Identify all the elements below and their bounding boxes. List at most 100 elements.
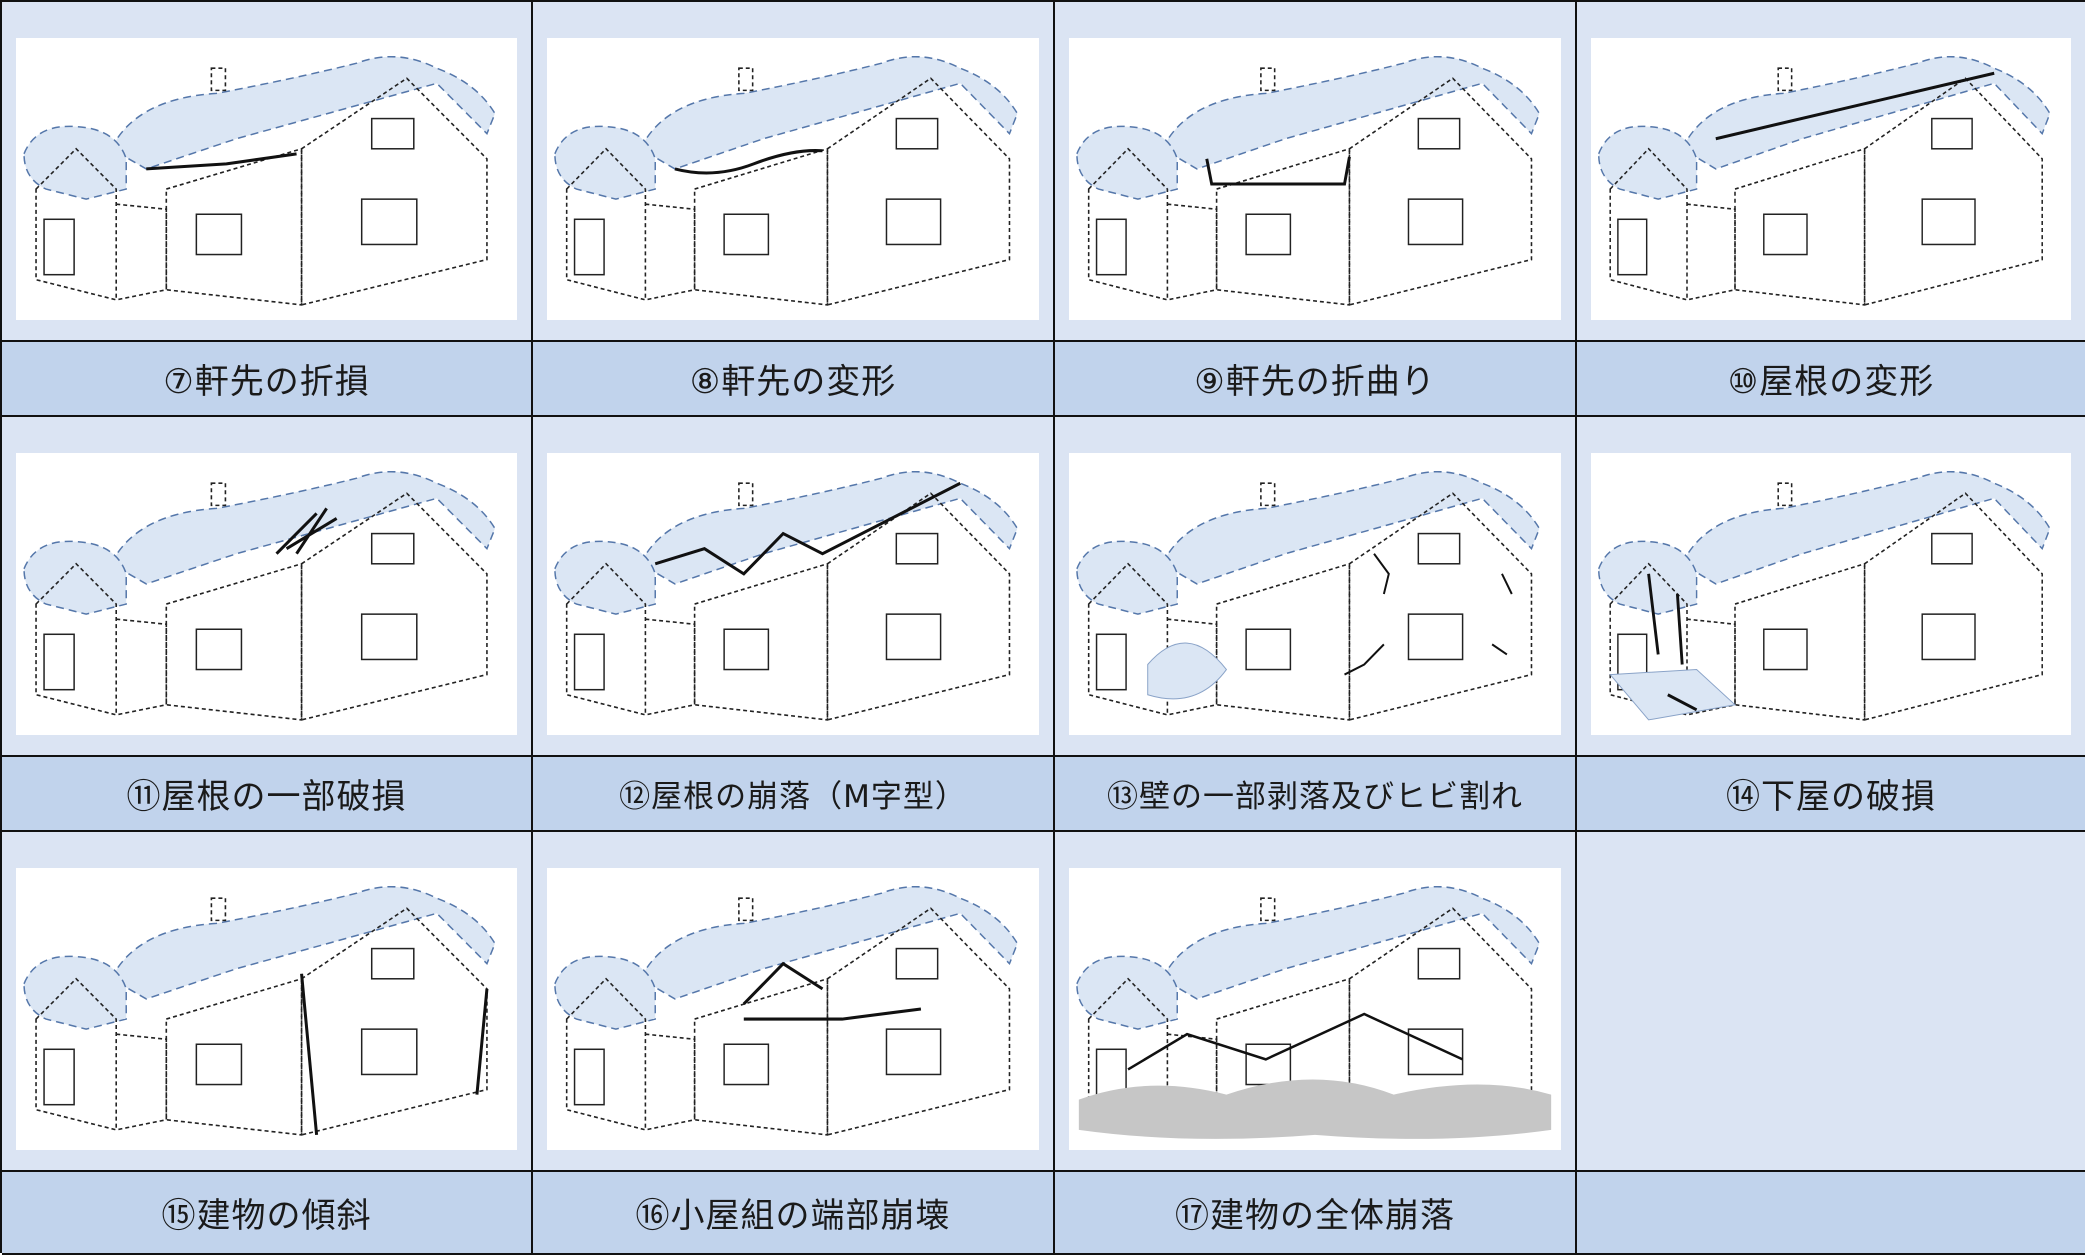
house-illustration-15 [23,885,496,1136]
chimney [1777,482,1793,507]
caption-10: ⑩屋根の変形 [1577,342,2085,417]
panel-image-16 [533,832,1055,1172]
lower-wing-side [1686,618,1736,716]
chimney [738,67,754,92]
lower-window [1921,198,1976,246]
snow-on-lower-roof [554,540,656,615]
side-wall [1734,147,1866,306]
lower-wing [1609,562,1688,716]
empty-image-cell [1577,832,2085,1172]
snow-on-roof [1161,55,1541,170]
lower-wing [565,147,647,301]
house-illustration-8 [554,55,1019,306]
house-illustration-13 [1076,470,1541,721]
lower-window [885,613,942,661]
snow-on-roof [639,885,1019,1000]
side-window [195,1043,243,1086]
door-window [43,633,75,691]
upper-window [895,532,939,565]
side-wall [1215,562,1351,721]
lower-wing [1609,147,1688,301]
side-window [195,628,243,671]
upper-window [1931,532,1973,565]
side-wall [1734,562,1866,721]
side-window [195,213,243,256]
deformed-eave-mark [674,149,823,175]
lower-wing-side [1167,203,1218,301]
wall-crack-mark [1344,553,1513,676]
panel-image-7 [2,2,533,342]
chimney [1260,897,1276,922]
m-collapse-mark [654,481,961,576]
caption-8: ⑧軒先の変形 [533,342,1055,417]
chimney [210,897,227,922]
panel-image-10 [1577,2,2085,342]
caption-15: ⑮建物の傾斜 [2,1172,533,1255]
chimney [1260,482,1276,507]
snow-on-lower-roof [23,125,127,200]
snow-on-roof [110,55,496,170]
door-window [43,218,75,276]
snow-on-lower-roof [1597,125,1698,200]
snow-on-lower-roof [23,540,127,615]
side-wall [693,977,829,1136]
snow-on-lower-roof [1076,125,1178,200]
panel-image-13 [1055,417,1577,757]
house-illustration-14 [1597,470,2051,721]
door-window [1095,218,1127,276]
snow-on-lower-roof [554,125,656,200]
snow-on-roof [639,55,1019,170]
side-window [723,628,770,671]
side-window [1763,628,1808,671]
house-illustration-10 [1597,55,2051,306]
door-window [1095,633,1127,691]
rubble [1078,1079,1552,1139]
lower-window [1921,613,1976,661]
house-illustration-7 [23,55,496,306]
side-window [1245,213,1292,256]
door-window [43,1048,75,1106]
snow-on-lower-roof [554,955,656,1030]
fallen-snow [1609,669,1737,721]
snow-on-lower-roof [1076,540,1178,615]
upper-window [1417,117,1461,150]
chimney [738,897,754,922]
panel-image-14 [1577,417,2085,757]
house-illustration-17 [1076,885,1552,1139]
side-wall [165,977,303,1136]
lower-wing-side [116,1033,168,1131]
lower-wing-side [645,618,696,716]
lower-wing [1087,147,1169,301]
lower-window [360,613,418,661]
side-window [723,1043,770,1086]
roof-deform-mark [1715,71,1995,141]
side-wall [165,147,303,306]
door-window [1617,218,1648,276]
side-wall [693,562,829,721]
lower-wing-side [645,1033,696,1131]
side-wall [165,562,303,721]
side-window [723,213,770,256]
truss-collapse-mark [742,961,922,1021]
side-wall [1215,147,1351,306]
house-illustration-12 [554,470,1019,721]
side-window [1763,213,1808,256]
door-window [573,633,605,691]
door-window [573,1048,605,1106]
fallen-debris [1147,642,1228,700]
caption-9: ⑨軒先の折曲り [1055,342,1577,417]
lower-wing-side [1167,618,1218,716]
lower-window [1407,198,1464,246]
house-illustration-9 [1076,55,1541,306]
lower-window [360,1028,418,1076]
snow-on-roof [1161,885,1541,1000]
empty-caption-cell [1577,1172,2085,1255]
lower-window [1407,613,1464,661]
caption-17: ⑰建物の全体崩落 [1055,1172,1577,1255]
collapsed-frame-mark [1127,1012,1464,1071]
panel-image-17 [1055,832,1577,1172]
lower-window [885,198,942,246]
lower-window [1407,1028,1464,1076]
upper-window [895,117,939,150]
